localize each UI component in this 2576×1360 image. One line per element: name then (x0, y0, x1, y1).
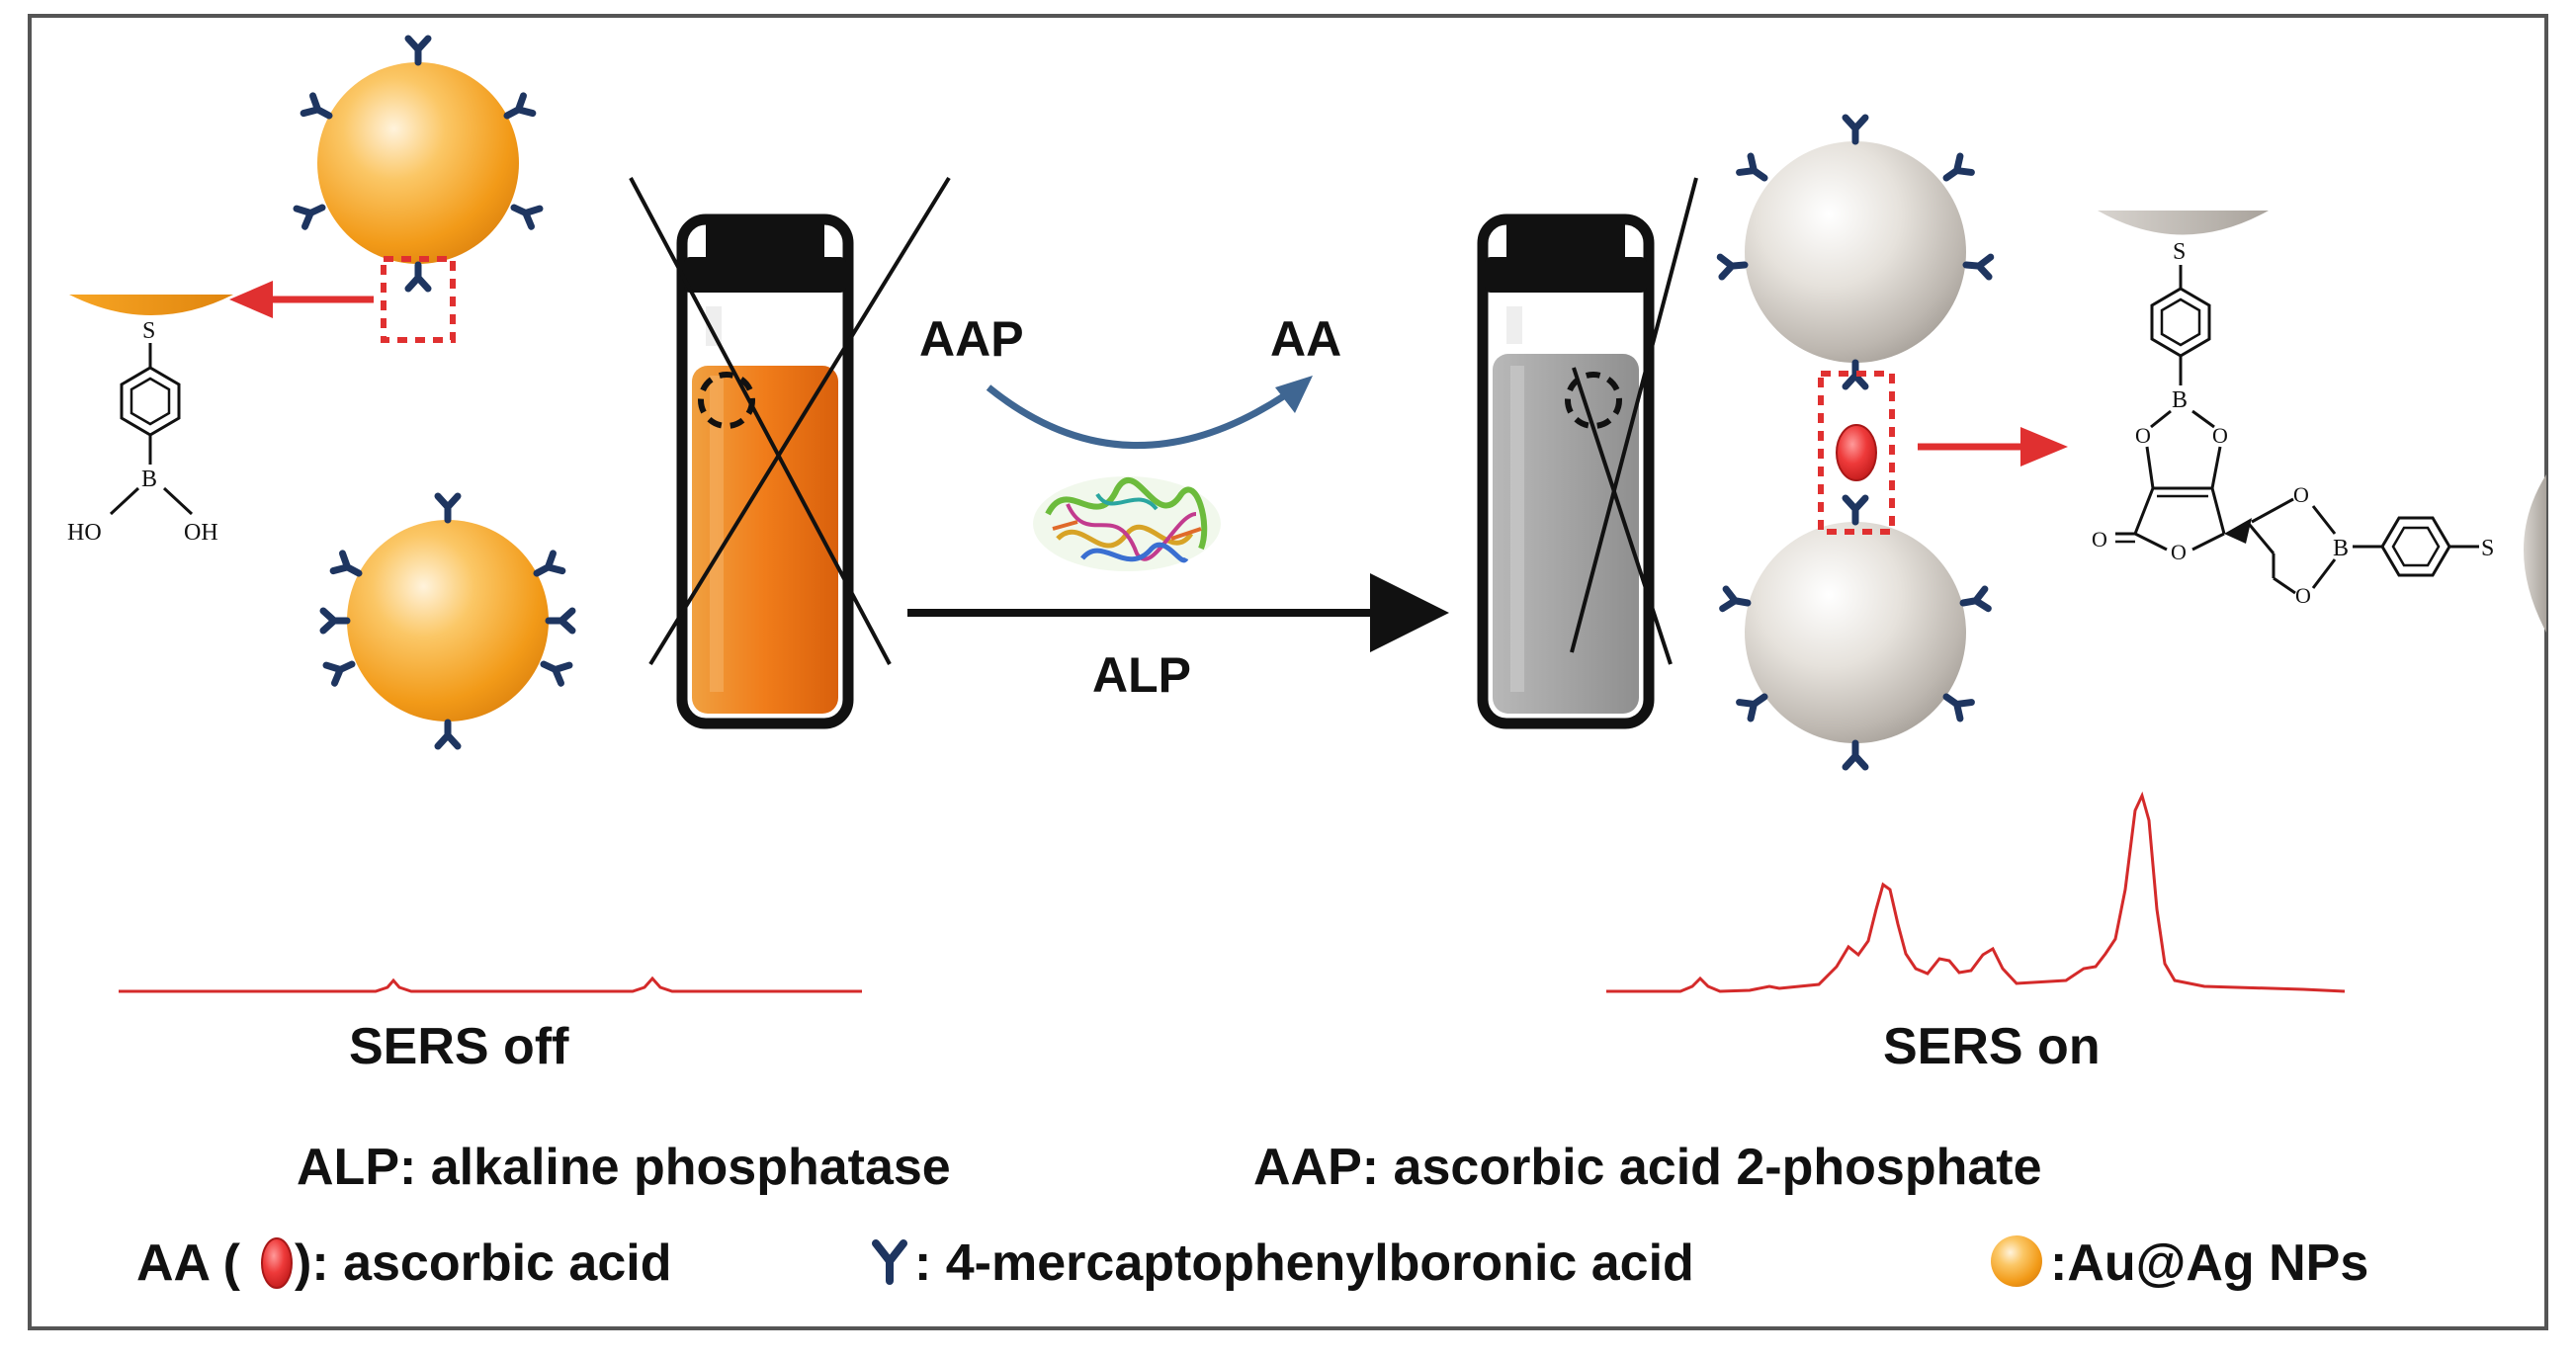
aap-label: AAP (919, 311, 1024, 367)
curved-reaction-arrow (986, 376, 1313, 450)
sulfur-atom-left: S (142, 318, 155, 344)
sers-on-spectrum (1606, 791, 2346, 993)
ho-group: HO (67, 520, 102, 546)
nanoparticle-bottom-left (323, 496, 572, 746)
nanoparticle-top-right (1720, 118, 1991, 386)
oxygen-atom-4: O (2295, 583, 2311, 608)
vial-grey (1477, 177, 1698, 729)
nanoparticle-icon (1991, 1235, 2042, 1287)
enzyme-structure-icon (1033, 476, 1221, 571)
oxygen-atom-3: O (2293, 482, 2309, 507)
zoom-arrow-right (1918, 427, 2068, 467)
legend-aa-suffix: ): ascorbic acid (295, 1234, 671, 1292)
oxygen-atom-1: O (2135, 423, 2151, 448)
zoom-arrow-left (229, 281, 374, 318)
bridge-highlight-box (1818, 371, 1895, 535)
oxygen-atom-2: O (2212, 423, 2228, 448)
oh-group: OH (184, 520, 218, 546)
legend-aap-definition: AAP: ascorbic acid 2-phosphate (1253, 1139, 2042, 1196)
oxygen-atom-carbonyl: O (2092, 527, 2107, 552)
legend-alp-definition: ALP: alkaline phosphatase (297, 1139, 951, 1196)
boron-atom-left: B (141, 467, 157, 492)
nanoparticle-top-left (297, 39, 540, 289)
mpba-structure-left: S B HO OH (67, 295, 233, 546)
oxygen-atom-ring: O (2171, 540, 2187, 564)
ligand-highlight-box (381, 256, 456, 343)
vial-orange (629, 176, 951, 729)
sers-off-spectrum (119, 976, 862, 993)
nanoparticle-bottom-right (1723, 498, 1989, 767)
sulfur-atom-right: S (2481, 536, 2494, 561)
aa-label: AA (1270, 311, 1341, 367)
sers-on-label: SERS on (1883, 1018, 2101, 1075)
legend-aa-prefix: AA ( (136, 1234, 241, 1292)
sulfur-atom-top: S (2173, 239, 2186, 265)
sers-off-label: SERS off (349, 1018, 569, 1075)
legend-mpba-definition: : 4-mercaptophenylboronic acid (914, 1234, 1694, 1292)
detail-circle-right (1565, 372, 1622, 429)
ascorbic-acid-legend-icon (261, 1237, 293, 1289)
legend-np-definition: :Au@Ag NPs (2050, 1234, 2368, 1292)
ligand-y-icon (872, 1239, 907, 1285)
boronate-ester-structure: S B O O O O O O B S (2092, 211, 2546, 633)
ascorbic-acid-oval-icon (1836, 424, 1877, 481)
detail-circle-left (698, 372, 755, 429)
boron-atom-right: B (2333, 536, 2349, 561)
alp-label: ALP (1092, 647, 1191, 703)
boron-atom-top: B (2172, 387, 2188, 413)
